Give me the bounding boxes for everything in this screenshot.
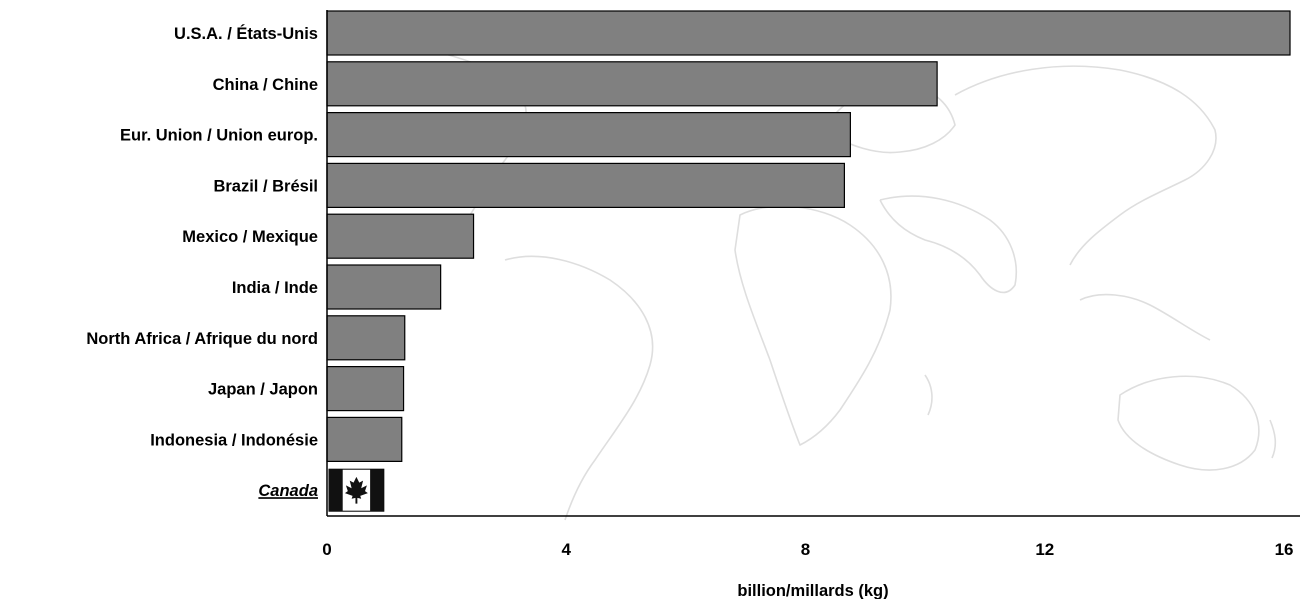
x-tick-label-16: 16 [1275, 540, 1294, 559]
bars-group [326, 10, 1291, 462]
map-new-zealand [1269, 419, 1277, 459]
map-africa [734, 205, 892, 446]
category-label-canada: Canada [258, 482, 318, 500]
x-tick-label-0: 0 [322, 540, 331, 559]
bar-japan [326, 366, 405, 412]
canada-flag-icon [328, 468, 385, 512]
bar-mexico [326, 213, 475, 259]
flag-right-band [370, 469, 384, 512]
bar-indonesia [326, 416, 403, 462]
category-label-mexico: Mexico / Mexique [182, 228, 318, 246]
x-tick-label-12: 12 [1035, 540, 1054, 559]
bar-north-africa [326, 315, 406, 361]
category-label-u-s-a: U.S.A. / États-Unis [174, 24, 318, 43]
bar-india [326, 264, 442, 310]
category-label-japan: Japan / Japon [208, 381, 318, 399]
map-asia [954, 65, 1217, 266]
x-tick-label-4: 4 [562, 540, 572, 559]
bar-china [326, 61, 938, 107]
category-label-china: China / Chine [213, 76, 318, 94]
maple-leaf-icon [344, 476, 368, 504]
category-label-brazil: Brazil / Brésil [213, 177, 318, 195]
bar-eur-union [326, 111, 851, 158]
bar-u-s-a [326, 10, 1291, 56]
x-tick-label-8: 8 [801, 540, 810, 559]
map-se-asia [1079, 293, 1211, 341]
category-label-indonesia: Indonesia / Indonésie [150, 431, 318, 449]
map-australia [1117, 375, 1260, 471]
map-asia-south [879, 195, 1017, 294]
bar-brazil [326, 162, 845, 208]
x-tick-labels: 0 4 8 12 16 [322, 540, 1293, 559]
world-map-background [329, 34, 1277, 521]
flag-left-band [329, 469, 343, 512]
category-label-north-africa: North Africa / Afrique du nord [86, 330, 318, 348]
category-label-eur-union: Eur. Union / Union europ. [120, 127, 318, 145]
category-label-india: India / Inde [232, 279, 318, 297]
map-madagascar [924, 374, 933, 416]
map-south-america [504, 255, 654, 521]
x-axis-title: billion/millards (kg) [737, 582, 888, 599]
